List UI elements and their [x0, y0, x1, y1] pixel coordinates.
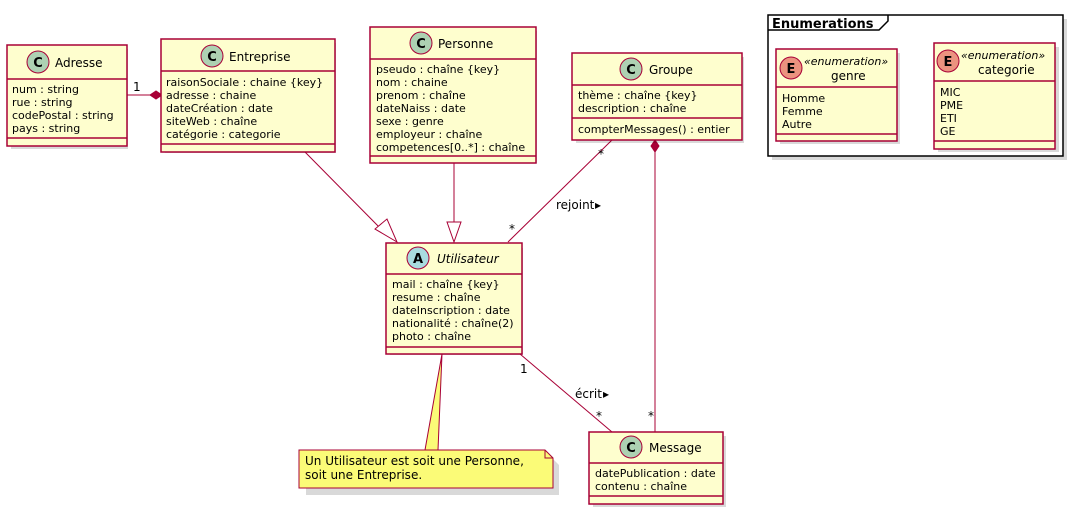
class-name: Utilisateur: [437, 252, 500, 266]
class-utilisateur: A Utilisateur mail : chaîne {key} resume…: [385, 242, 523, 355]
edge-adresse-entreprise: 1: [127, 80, 163, 100]
class-name: Entreprise: [229, 50, 290, 64]
attribute: datePublication : date: [595, 467, 716, 480]
method: compterMessages() : entier: [578, 123, 730, 136]
attribute: employeur : chaîne: [376, 128, 483, 141]
enum-kind-icon: [936, 49, 960, 73]
class-kind-letter: C: [626, 441, 636, 456]
attribute: contenu : chaîne: [595, 480, 687, 493]
class-kind-letter: A: [413, 252, 423, 267]
attribute: thème : chaîne {key}: [578, 89, 698, 102]
note-line: soit une Entreprise.: [305, 468, 422, 482]
attribute: dateCréation : date: [166, 102, 273, 115]
edge-personne-utilisateur: [446, 163, 462, 244]
attribute: description : chaîne: [578, 102, 687, 115]
enum-value: Femme: [782, 105, 823, 118]
class-kind-letter: C: [207, 50, 217, 65]
class-name: categorie: [978, 63, 1035, 77]
attribute: num : string: [12, 83, 79, 96]
edge-entreprise-utilisateur: [304, 151, 399, 244]
enum-value: Autre: [782, 118, 812, 131]
class-name: Message: [649, 441, 702, 455]
note-line: Un Utilisateur est soit une Personne,: [305, 454, 524, 468]
class-kind-icon: [26, 50, 50, 74]
attribute: resume : chaîne: [392, 291, 481, 304]
attribute: pays : string: [12, 122, 80, 135]
class-personne: C Personne pseudo : chaîne {key} nom : c…: [369, 26, 537, 164]
class-name: genre: [831, 69, 866, 83]
enum-value: GE: [940, 125, 956, 138]
class-groupe: C Groupe thème : chaîne {key} descriptio…: [571, 52, 744, 143]
note-utilisateur: Un Utilisateur est soit une Personne, so…: [298, 449, 559, 495]
class-kind-letter: C: [33, 56, 43, 71]
attribute: catégorie : categorie: [166, 128, 281, 141]
enum-value: Homme: [782, 92, 825, 105]
multiplicity-message-groupe: *: [648, 409, 654, 423]
attribute: dateInscription : date: [392, 304, 510, 317]
edge-groupe-message: *: [648, 139, 660, 432]
stereotype: «enumeration»: [961, 49, 1045, 62]
enum-value: ETI: [940, 112, 957, 125]
attribute: pseudo : chaîne {key}: [376, 63, 500, 76]
attribute: nationalité : chaîne(2): [392, 317, 514, 330]
class-kind-icon: [200, 44, 224, 68]
attribute: mail : chaîne {key}: [392, 278, 500, 291]
attribute: nom : chaine: [376, 76, 448, 89]
class-kind-letter: C: [626, 63, 636, 78]
multiplicity-groupe-rejoint: *: [598, 147, 604, 161]
attribute: prenom : chaîne: [376, 89, 466, 102]
attribute: sexe : genre: [376, 115, 444, 128]
class-entreprise: C Entreprise raisonSociale : chaine {key…: [160, 38, 336, 153]
multiplicity-message-ecrit: *: [596, 409, 602, 423]
class-kind-letter: E: [787, 62, 796, 77]
enum-categorie: E «enumeration» categorie MIC PME ETI GE: [933, 42, 1059, 152]
edge-groupe-utilisateur: * * rejoint ▸: [507, 139, 613, 243]
enum-value: MIC: [940, 86, 961, 99]
class-kind-letter: E: [944, 55, 953, 70]
attribute: codePostal : string: [12, 109, 114, 122]
class-name: Groupe: [649, 63, 693, 77]
arrow-rejoint: ▸: [595, 198, 601, 212]
class-name: Personne: [438, 37, 493, 51]
class-adresse: C Adresse num : string rue : string code…: [6, 44, 128, 149]
attribute: photo : chaîne: [392, 330, 471, 343]
class-message: C Message datePublication : date contenu…: [588, 431, 726, 507]
attribute: siteWeb : chaîne: [166, 115, 257, 128]
package-enumerations: Enumerations E «enumeration» genre Homme…: [767, 14, 1067, 160]
class-name: Adresse: [55, 56, 103, 70]
attribute: raisonSociale : chaine {key}: [166, 76, 323, 89]
enum-value: PME: [940, 99, 963, 112]
edge-utilisateur-message: 1 * écrit ▸: [519, 353, 613, 433]
multiplicity-utilisateur-rejoint: *: [509, 222, 515, 236]
relation-label-rejoint: rejoint: [556, 198, 595, 212]
package-title: Enumerations: [772, 17, 874, 32]
attribute: rue : string: [12, 96, 73, 109]
relation-label-ecrit: écrit: [575, 387, 602, 401]
arrow-ecrit: ▸: [603, 387, 609, 401]
abstract-kind-icon: [406, 246, 430, 270]
enum-kind-icon: [779, 56, 803, 80]
multiplicity-utilisateur-ecrit: 1: [520, 362, 528, 376]
class-kind-letter: C: [416, 37, 426, 52]
class-kind-icon: [619, 435, 643, 459]
enum-genre: E «enumeration» genre Homme Femme Autre: [775, 48, 900, 144]
attribute: dateNaiss : date: [376, 102, 466, 115]
class-kind-icon: [619, 57, 643, 81]
stereotype: «enumeration»: [804, 55, 888, 68]
attribute: competences[0..*] : chaîne: [376, 141, 525, 154]
edge-note-utilisateur: [424, 353, 443, 451]
multiplicity-adresse: 1: [133, 80, 141, 94]
class-kind-icon: [409, 31, 433, 55]
attribute: adresse : chaine: [166, 89, 256, 102]
